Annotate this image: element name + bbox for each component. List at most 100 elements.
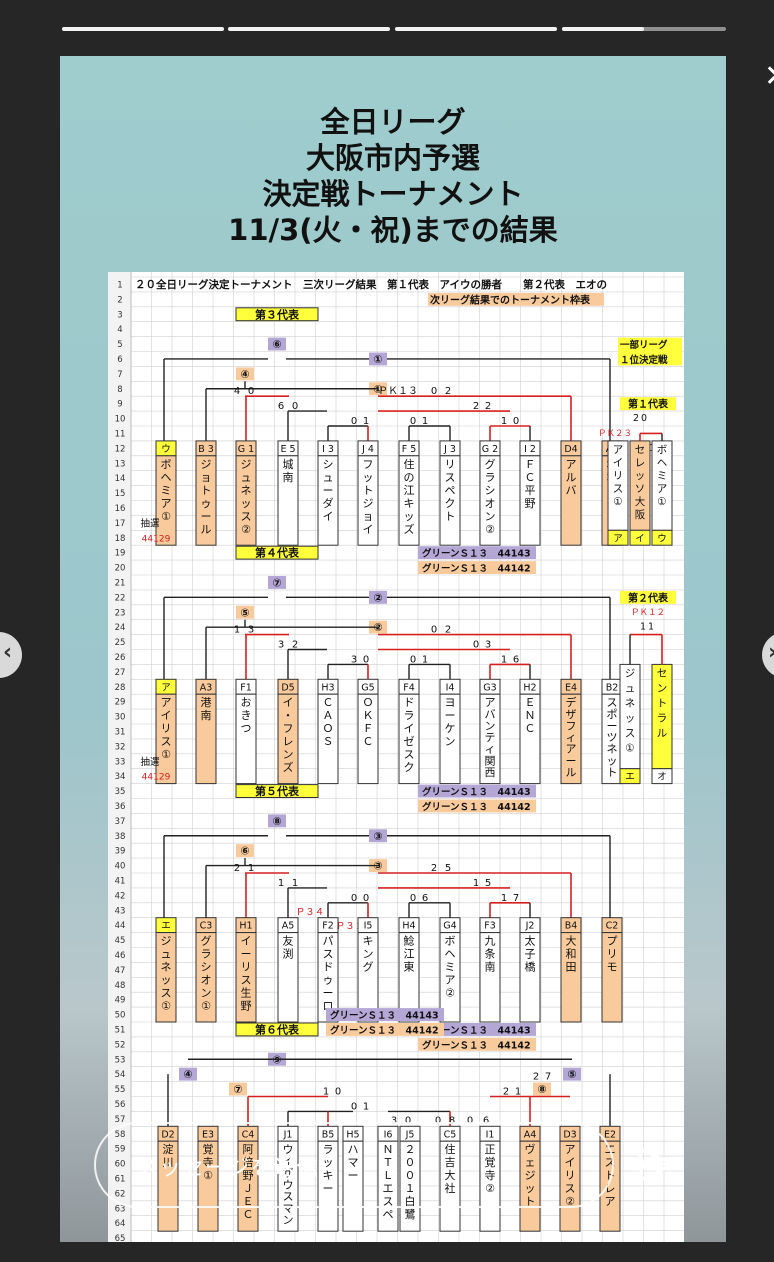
team-code: A3 — [200, 682, 213, 693]
team-name-cell — [235, 455, 257, 546]
team-name-char: フ — [283, 722, 294, 735]
team-name-char: 平 — [525, 484, 536, 497]
team-name-char: ト — [607, 766, 618, 779]
team-name-char: Ｆ — [525, 458, 536, 471]
team-name-char: ネ — [241, 484, 252, 497]
rep-team-char: ン — [657, 682, 668, 694]
team-code: D2 — [161, 1129, 174, 1140]
stamp-text: グリーンＳ１３ 44143 — [422, 786, 531, 798]
pk-score: ＰＫ１３ — [378, 386, 418, 397]
match-score: 1 — [501, 654, 507, 665]
team-name-char: ボ — [161, 458, 172, 471]
team-code: G3 — [483, 682, 496, 693]
rep-team-char: ュ — [625, 682, 636, 694]
stamp-cell — [418, 546, 536, 560]
seed-top-cell — [268, 814, 286, 828]
rep-score: 2 — [633, 413, 639, 424]
match-score: 0 — [248, 386, 254, 397]
team-name-char: 和 — [566, 948, 577, 961]
match-score: 2 — [503, 1087, 509, 1098]
team-name-char: ン — [485, 510, 496, 523]
team-name-char: リ — [607, 948, 618, 961]
team-name-char: ト — [445, 510, 456, 523]
row-number: 28 — [115, 683, 126, 693]
team-name-char: 江 — [404, 484, 415, 497]
team-name-char: ン — [363, 948, 374, 961]
team-name-cell — [342, 1140, 364, 1232]
reply-input[interactable]: メッセージを送信 — [94, 1122, 614, 1208]
row-number: 11 — [115, 430, 126, 440]
row-number: 17 — [115, 519, 126, 529]
row-number: 34 — [115, 772, 126, 782]
team-name-char: 橋 — [525, 960, 536, 974]
match-score: 1 — [501, 416, 507, 427]
stamp-text: グリーンＳ１３ 44142 — [330, 1025, 439, 1037]
team-code: D5 — [281, 682, 294, 693]
match-score: 6 — [422, 893, 428, 904]
match-score: 2 — [485, 401, 491, 412]
team-code: H1 — [239, 921, 252, 932]
pk-note: Ｐ３２ — [336, 921, 365, 932]
row-number: 32 — [115, 742, 126, 752]
team-name-cell — [317, 1140, 339, 1232]
team-name-cell — [479, 932, 501, 1023]
seed-label: ⑦ — [233, 1083, 242, 1096]
team-name-char: ヘ — [161, 471, 172, 484]
team-name-char: ボ — [445, 935, 456, 948]
team-name-cell — [439, 1140, 461, 1232]
match-score: 3 — [391, 1115, 397, 1126]
side-note: 一部リーグ — [620, 339, 668, 351]
match-score: 0 — [363, 654, 369, 665]
prev-story-button[interactable]: ‹ — [0, 632, 22, 678]
match-score: 3 — [278, 640, 284, 651]
team-name-char: ザ — [566, 708, 577, 721]
stamp-cell — [326, 1023, 444, 1036]
team-name-char: ツ — [607, 731, 618, 744]
rep-team-code-cell — [651, 768, 673, 785]
block-title: 第４代表 — [255, 546, 300, 560]
seed-top: ⑦ — [272, 577, 281, 590]
team-name-char: ペ — [445, 484, 456, 497]
team-name-char: ポ — [607, 708, 618, 721]
team-name-cell — [519, 932, 541, 1023]
rep-team-char: 大 — [635, 495, 646, 508]
team-name-char: ッ — [404, 510, 415, 523]
team-name-char: ィ — [485, 743, 496, 756]
match-score: 1 — [422, 654, 428, 665]
team-name-char: 生 — [241, 986, 252, 1000]
rep-team-char: イ — [613, 457, 624, 469]
team-name-char: フ — [363, 458, 374, 471]
team-code: I1 — [486, 1129, 495, 1140]
seed-cell — [229, 1082, 247, 1096]
team-name-char: ー — [566, 754, 577, 767]
team-name-cell — [357, 693, 379, 785]
rep-title: 第２代表 — [628, 591, 669, 604]
side-note-cell — [618, 337, 682, 366]
close-icon[interactable]: ✕ — [764, 62, 774, 96]
row-number: 53 — [115, 1055, 126, 1065]
match-score: 2 — [445, 386, 451, 397]
team-name-char: 子 — [525, 948, 536, 961]
match-score: 0 — [435, 1115, 441, 1126]
match-score: 1 — [473, 878, 479, 889]
team-name-cell — [439, 693, 461, 785]
stamp-cell — [326, 1008, 444, 1021]
headline-line-2: 大阪市内予選 — [305, 141, 480, 175]
match-score: 2 — [445, 625, 451, 636]
team-name-char: ０ — [405, 1156, 416, 1169]
team-name-char: 社 — [445, 1181, 456, 1195]
team-name-char: ② — [445, 987, 455, 1000]
stamp-cell — [418, 1023, 536, 1036]
row-number: 38 — [115, 832, 126, 842]
row-number: 52 — [115, 1040, 126, 1050]
team-name-char: プ — [607, 935, 618, 948]
team-name-cell — [155, 693, 177, 785]
team-code: G 1 — [238, 444, 254, 455]
next-story-button[interactable]: › — [762, 632, 774, 678]
team-name-cell — [277, 455, 299, 546]
team-name-cell — [195, 932, 217, 1023]
rep-team-char: ラ — [657, 712, 668, 724]
rep-team-char: ① — [613, 496, 622, 508]
team-name-char: ル — [201, 523, 212, 536]
send-icon[interactable] — [630, 1140, 680, 1190]
